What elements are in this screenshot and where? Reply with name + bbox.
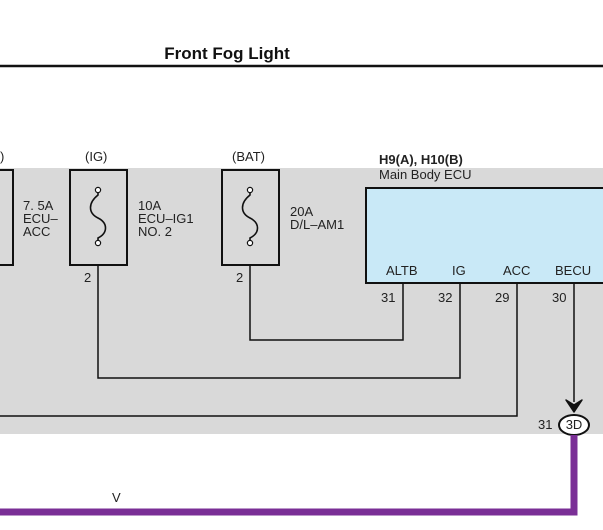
fuse-acc-name-line1: ECU– [23, 211, 58, 226]
fuse-am1-rating: 20A [290, 204, 314, 219]
ecu-pin-ig-number: 32 [438, 290, 453, 305]
fuse-ig1-terminal-top [94, 186, 102, 194]
ecu-pin-becu-number: 30 [552, 290, 567, 305]
wire-ig [97, 265, 461, 379]
fuse-acc-rating: 7. 5A [23, 198, 54, 213]
ecu-name: Main Body ECU [379, 167, 472, 182]
ecu-pin-acc-number: 29 [495, 290, 510, 305]
fuse-am1-symbol [241, 190, 259, 243]
wire-violet [0, 435, 578, 516]
connector-id: 3D [565, 417, 583, 432]
ecu-pin-acc-label: ACC [503, 263, 531, 278]
fuse-ig1-rating: 10A [138, 198, 162, 213]
fuse-am1-supply-label: (BAT) [232, 149, 265, 164]
ecu-pin-ig-label: IG [452, 263, 466, 278]
fuse-acc-name-line2: ACC [23, 224, 51, 239]
wire-color-label: V [112, 490, 121, 505]
fuse-ig1-name-line2: NO. 2 [138, 224, 172, 239]
wire-altb [249, 265, 404, 341]
diagram-title: Front Fog Light [164, 44, 290, 63]
connector-pin-number: 31 [538, 417, 553, 432]
main-body-ecu-box [365, 187, 603, 284]
ecu-connector-id: H9(A), H10(B) [379, 152, 463, 167]
fuse-am1-terminal-top [246, 186, 254, 194]
arrow-icon [565, 399, 583, 413]
ecu-pin-altb-number: 31 [381, 290, 396, 305]
wire-acc [0, 283, 518, 417]
fuse-ig1-symbol [89, 190, 107, 243]
fuse-ig1-pin: 2 [84, 270, 92, 285]
fuse-acc-box [0, 169, 14, 266]
fuse-ig1-name-line1: ECU–IG1 [138, 211, 194, 226]
fuse-am1-terminal-bottom [246, 239, 254, 247]
ecu-pin-becu-label: BECU [555, 263, 592, 278]
fuse-ig1-terminal-bottom [94, 239, 102, 247]
fuse-am1-name: D/L–AM1 [290, 217, 345, 232]
fuse-am1-pin: 2 [236, 270, 244, 285]
ecu-pin-altb-label: ALTB [386, 263, 418, 278]
fuse-ig1-supply-label: (IG) [85, 149, 108, 164]
fuse-acc-supply-label: ) [0, 149, 5, 164]
